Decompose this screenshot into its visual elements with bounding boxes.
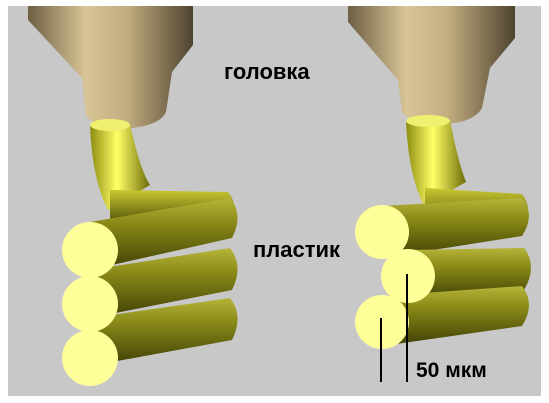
label-layer-offset: 50 мкм: [416, 359, 487, 382]
tube-opening-right: [406, 115, 450, 127]
label-head: головка: [224, 59, 310, 84]
label-plastic: пластик: [253, 237, 341, 262]
tube-opening: [90, 119, 130, 131]
left-filament-end-2: [62, 276, 118, 332]
left-filament-end-3: [62, 330, 118, 386]
left-filament-end-1: [62, 222, 118, 278]
